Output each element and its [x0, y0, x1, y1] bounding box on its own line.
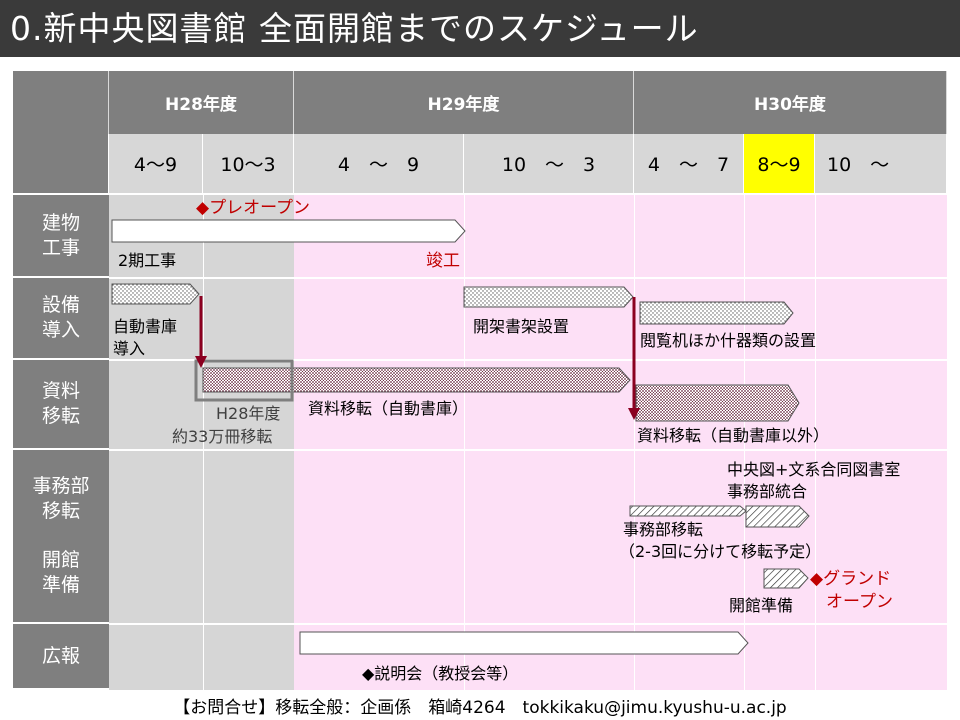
label-grand-open-1: ◆グランド: [810, 569, 892, 589]
bar-move-auto-storage: [202, 367, 631, 393]
label-preopen: ◆プレオープン: [196, 198, 311, 218]
bar-open-shelf: [463, 286, 634, 308]
label-move-other: 資料移転（自動書庫以外）: [637, 426, 830, 445]
label-h28-volume: 約33万冊移転: [172, 427, 273, 446]
label-office-move-note: （2-3回に分けて移転予定）: [619, 542, 822, 561]
arrow-head: [195, 356, 207, 368]
row-divider: [109, 277, 947, 279]
label-h28-move: H28年度: [216, 404, 281, 423]
label-merge-2: 事務部統合: [727, 482, 808, 501]
label-office-move: 事務部移転: [623, 520, 704, 539]
row-label-equipment: 設備 導入: [13, 278, 109, 360]
period-corner: [13, 134, 109, 195]
bar-move-other: [635, 384, 800, 422]
label-grand-open-2: オープン: [826, 592, 893, 612]
schedule-table: H28年度 H29年度 H30年度 4～9 10～3 4 ～ 9 10 ～ 3 …: [13, 71, 947, 690]
period-h28-first: 4～9: [109, 134, 203, 195]
label-open-shelf: 開架書架設置: [473, 317, 570, 336]
column-divider: [203, 195, 204, 690]
page-title: 0.新中央図書館 全面開館までのスケジュール: [0, 0, 960, 57]
year-header-h28: H28年度: [109, 71, 294, 134]
bar-office-move: [629, 505, 747, 517]
year-header-h30: H30年度: [634, 71, 947, 134]
bar-auto-storage-install: [111, 283, 200, 305]
contact-footer: 【お問合せ】移転全般：企画係 箱崎4264 tokkikaku@jimu.kyu…: [173, 698, 787, 718]
bar-open-prep: [763, 568, 809, 589]
column-divider: [744, 195, 745, 690]
year-header-h29: H29年度: [294, 71, 634, 134]
period-h29-second: 10 ～ 3: [464, 134, 634, 195]
h28-move-highlight: [194, 359, 294, 402]
label-completion: 竣工: [426, 251, 460, 271]
label-auto-storage: 自動書庫: [113, 317, 178, 336]
label-install: 導入: [113, 339, 146, 358]
bar-furniture: [639, 301, 794, 325]
label-move-auto: 資料移転（自動書庫）: [308, 399, 469, 418]
row-label-materials: 資料 移転: [13, 360, 109, 450]
arrow-head: [628, 408, 640, 420]
label-briefing: ◆説明会（教授会等）: [362, 664, 519, 683]
row-label-building: 建物 工事: [13, 195, 109, 278]
bar-office-merge: [745, 505, 810, 528]
row-divider: [109, 623, 947, 625]
period-h28-second: 10～3: [203, 134, 294, 195]
column-divider: [464, 195, 465, 690]
label-phase2: 2期工事: [118, 251, 177, 270]
period-h30-first: 4 ～ 7: [634, 134, 744, 195]
bar-phase2-construction: [111, 219, 466, 243]
bar-briefing: [299, 631, 749, 655]
label-furniture: 閲覧机ほか什器類の設置: [640, 331, 817, 350]
label-open-prep: 開館準備: [729, 596, 794, 615]
row-divider: [109, 359, 947, 361]
header-corner: [13, 71, 109, 134]
column-divider: [815, 195, 816, 690]
label-merge-1: 中央図+文系合同図書室: [727, 460, 901, 479]
period-h29-first: 4 ～ 9: [294, 134, 464, 195]
row-label-pr: 広報: [13, 624, 109, 690]
column-divider: [634, 195, 635, 690]
period-h30-third: 10 ～: [815, 134, 947, 195]
period-h30-highlight: 8～9: [744, 134, 815, 195]
row-label-office: 事務部 移転 開館 準備: [13, 450, 109, 624]
row-divider: [109, 449, 947, 451]
